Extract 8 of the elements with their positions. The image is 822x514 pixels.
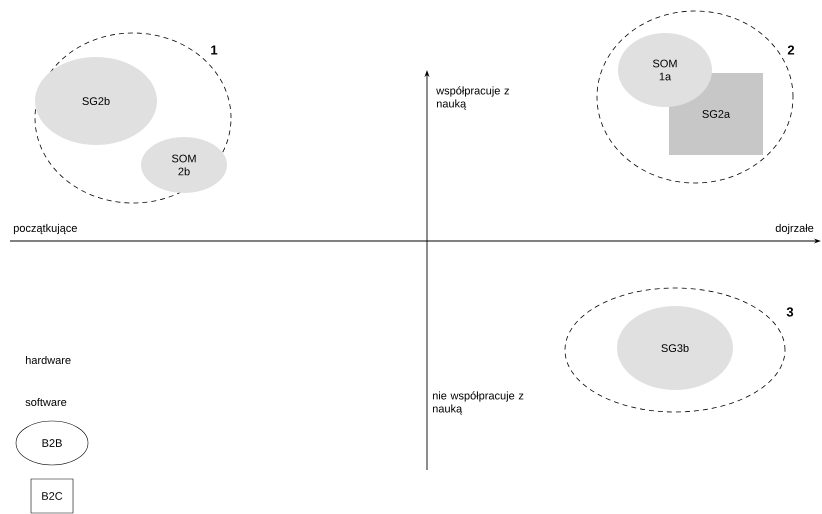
legend-label: software <box>26 398 66 406</box>
axis-label: początkujące <box>14 224 77 234</box>
legend-label: hardware <box>26 356 71 364</box>
legend-square: B2C <box>30 478 74 514</box>
node-label: 3 <box>786 307 794 317</box>
axis-label: współpracuje z nauką <box>436 86 509 110</box>
axis-label: nie współpracuje z nauką <box>432 391 524 415</box>
axis-label: dojrzałe <box>776 224 814 234</box>
